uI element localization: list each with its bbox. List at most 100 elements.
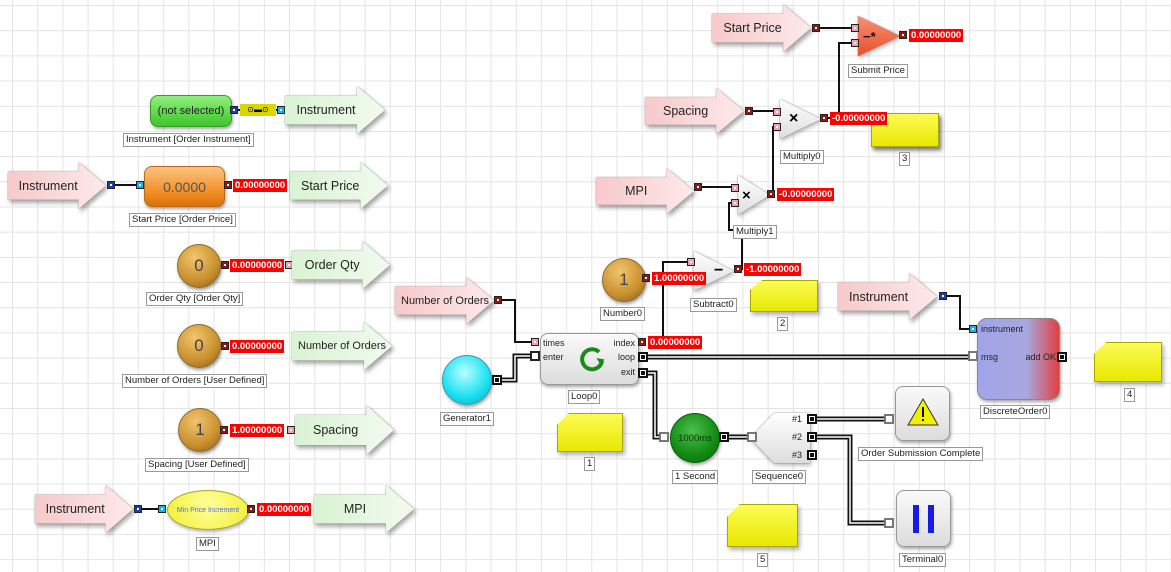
output-port-exit[interactable] <box>638 368 648 378</box>
spacing-number[interactable]: 1 <box>178 408 222 452</box>
output-port[interactable] <box>719 432 729 442</box>
input-port[interactable] <box>158 505 166 513</box>
subtract-node[interactable]: − <box>694 251 734 291</box>
input-arrow-start-price[interactable]: Start Price <box>712 4 811 52</box>
input-port[interactable] <box>773 108 781 116</box>
output-arrow-instrument[interactable]: Instrument <box>285 86 385 134</box>
input-arrow-number-of-orders[interactable]: Number of Orders <box>395 277 494 324</box>
pause-icon <box>913 505 934 533</box>
input-port[interactable] <box>884 414 894 424</box>
output-port[interactable] <box>734 265 742 273</box>
arrow-label: Spacing <box>662 104 709 118</box>
output-port[interactable] <box>820 114 828 122</box>
input-arrow-spacing[interactable]: Spacing <box>645 88 744 134</box>
output-port-add-ok[interactable] <box>1057 352 1067 362</box>
multiply1-node[interactable]: × <box>738 175 770 215</box>
output-port[interactable] <box>107 181 115 189</box>
input-port-instrument[interactable] <box>969 325 977 333</box>
output-port[interactable] <box>492 375 502 385</box>
input-port[interactable] <box>277 106 285 114</box>
number-of-orders-number[interactable]: 0 <box>177 324 221 368</box>
output-port-3[interactable] <box>807 450 817 460</box>
min-price-increment-node[interactable]: Min Price Increment <box>167 490 249 530</box>
arrow-label: Number of Orders <box>401 294 490 307</box>
input-port[interactable] <box>136 181 144 189</box>
output-port-index[interactable] <box>638 338 646 346</box>
input-port-msg[interactable] <box>968 351 978 361</box>
input-arrow-instrument[interactable]: Instrument <box>8 162 106 209</box>
order-qty-number[interactable]: 0 <box>177 244 221 288</box>
port-label-times: times <box>543 338 565 348</box>
node-label: Generator1 <box>440 412 495 426</box>
number-value: 1 <box>619 270 629 289</box>
node-label: Terminal0 <box>899 553 947 567</box>
input-arrow-instrument[interactable]: Instrument <box>35 485 133 533</box>
output-port[interactable] <box>494 296 502 304</box>
input-port[interactable] <box>731 184 739 192</box>
output-port[interactable] <box>642 274 650 282</box>
node-label: Spacing [User Defined] <box>145 458 249 472</box>
loop-node[interactable]: times enter index loop exit <box>540 333 639 385</box>
output-port[interactable] <box>899 31 907 39</box>
multiply0-node[interactable]: × <box>780 99 821 139</box>
output-port[interactable] <box>767 190 775 198</box>
input-arrow-mpi[interactable]: MPI <box>596 168 694 214</box>
input-port[interactable] <box>287 426 295 434</box>
note-label: 1 <box>584 457 596 471</box>
output-port[interactable] <box>745 107 753 115</box>
terminal-node[interactable] <box>896 490 951 547</box>
sequence-node[interactable]: #1 #2 #3 <box>750 413 810 463</box>
output-arrow-spacing[interactable]: Spacing <box>295 405 394 455</box>
input-port[interactable] <box>687 258 695 266</box>
output-port[interactable] <box>939 292 947 300</box>
alert-node[interactable] <box>895 386 950 441</box>
output-arrow-start-price[interactable]: Start Price <box>290 162 388 209</box>
timer-node[interactable]: 1000ms <box>670 413 720 463</box>
arrow-label: Instrument <box>18 178 78 193</box>
output-port[interactable] <box>134 505 142 513</box>
input-port-enter[interactable] <box>530 351 540 361</box>
input-port-times[interactable] <box>531 338 539 346</box>
output-port[interactable] <box>812 24 820 32</box>
subtract-multiply-icon: −* <box>863 28 876 44</box>
output-port-2[interactable] <box>807 432 817 442</box>
output-port-loop[interactable] <box>638 352 648 362</box>
input-port[interactable] <box>731 199 739 207</box>
input-port[interactable] <box>659 432 669 442</box>
output-value: 0.00000000 <box>909 29 964 42</box>
output-port-1[interactable] <box>807 414 817 424</box>
input-port[interactable] <box>851 39 859 47</box>
output-port[interactable] <box>220 426 228 434</box>
output-value: 1.00000000 <box>652 272 707 285</box>
submit-price-node[interactable]: −* <box>858 16 900 56</box>
output-port[interactable] <box>221 342 229 350</box>
input-port[interactable] <box>773 123 781 131</box>
output-port[interactable] <box>224 181 232 189</box>
output-arrow-order-qty[interactable]: Order Qty <box>292 241 390 289</box>
output-port[interactable] <box>230 106 238 114</box>
generator-node[interactable] <box>442 355 492 405</box>
note-5[interactable] <box>727 504 798 547</box>
note-2[interactable] <box>750 280 818 312</box>
output-arrow-number-of-orders[interactable]: Number of Orders <box>292 322 392 370</box>
wire <box>662 261 691 342</box>
output-arrow-mpi[interactable]: MPI <box>314 485 414 533</box>
output-port[interactable] <box>247 505 255 513</box>
input-port[interactable] <box>851 24 859 32</box>
input-port[interactable] <box>884 518 894 528</box>
arrow-label: Start Price <box>301 178 360 193</box>
input-arrow-instrument[interactable]: Instrument <box>838 273 937 320</box>
node-label: Start Price [Order Price] <box>129 213 236 227</box>
output-value: 0.00000000 <box>230 340 285 353</box>
start-price-field[interactable]: 0.0000 <box>144 166 225 207</box>
number0-node[interactable]: 1 <box>602 258 646 302</box>
index-value: 0.00000000 <box>648 336 703 349</box>
discrete-order-node[interactable]: instrument msg add OK <box>977 318 1060 400</box>
output-port[interactable] <box>221 261 229 269</box>
note-1[interactable] <box>557 413 623 452</box>
output-port[interactable] <box>694 183 702 191</box>
input-port[interactable] <box>747 432 757 442</box>
note-4[interactable] <box>1094 342 1162 382</box>
output-value: -1.00000000 <box>744 263 802 276</box>
instrument-selector[interactable]: (not selected) <box>150 95 232 127</box>
